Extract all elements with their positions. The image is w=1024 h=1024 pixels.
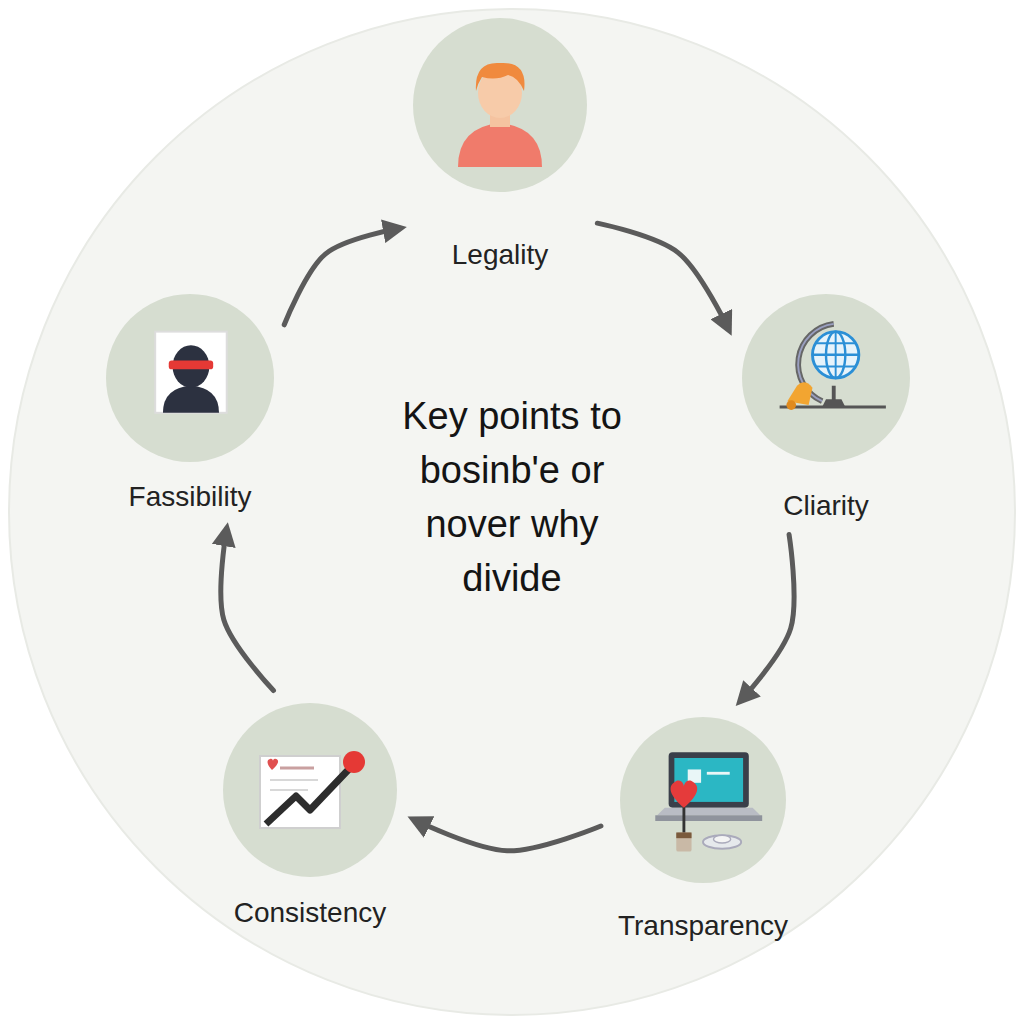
- cycle-ring: Key points to bosinb'e or nover why divi…: [7, 7, 1017, 1017]
- cycle-arrow: [284, 228, 400, 325]
- node-circle: [222, 702, 398, 878]
- node-label: Legality: [452, 238, 549, 272]
- node-circle: [105, 293, 275, 463]
- center-heading: Key points to bosinb'e or nover why divi…: [392, 389, 632, 605]
- node-circle: [412, 17, 588, 193]
- cycle-arrow: [221, 529, 274, 690]
- cycle-arrow: [741, 535, 794, 701]
- node-circle: [619, 716, 787, 884]
- consistency-node: Consistency: [222, 702, 398, 930]
- feasibility-node: Fassibility: [105, 293, 275, 514]
- node-circle: [741, 293, 911, 463]
- node-label: Fassibility: [129, 480, 252, 514]
- node-label: Cliarity: [783, 489, 869, 523]
- node-label: Consistency: [234, 896, 387, 930]
- transparency-node: Transparency: [613, 716, 793, 943]
- cycle-arrow: [597, 223, 728, 329]
- legality-node: Legality: [412, 17, 588, 272]
- node-label: Transparency: [618, 909, 788, 943]
- cycle-arrow: [414, 820, 601, 851]
- clarity-node: Cliarity: [741, 293, 911, 523]
